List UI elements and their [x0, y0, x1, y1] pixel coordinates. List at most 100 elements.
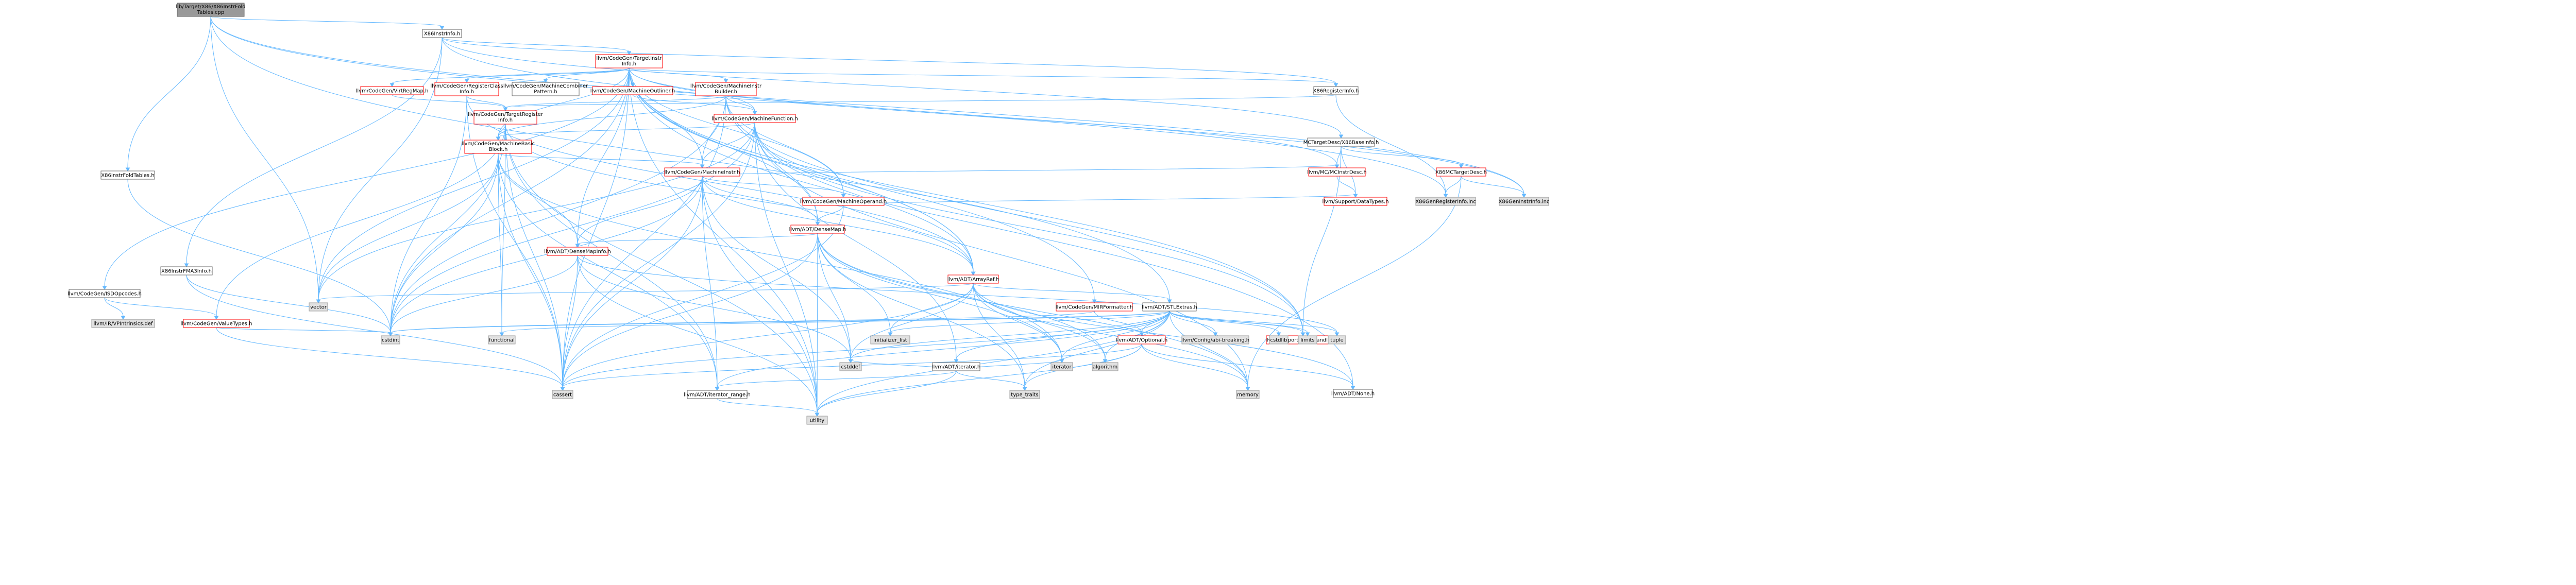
- node-label: X86InstrFoldTables.h: [101, 173, 154, 179]
- node-functional[interactable]: functional: [488, 335, 516, 345]
- node-x86mctargetdesc[interactable]: X86MCTargetDesc.h: [1435, 167, 1487, 177]
- edge-x86reginfo-to-tri: [503, 94, 1336, 111]
- edge-mbb-to-densemapinfo: [498, 153, 580, 248]
- edge-mbb-to-iterator: [498, 153, 1064, 363]
- node-x86instrinfo[interactable]: X86InstrInfo.h: [422, 29, 462, 38]
- node-label: llvm/ADT/iterator.h: [932, 365, 980, 370]
- node-mcinstrdesc[interactable]: llvm/MC/MCInstrDesc.h: [1307, 167, 1367, 177]
- edge-arrayref-to-stlextras: [973, 283, 1172, 303]
- node-box: [870, 335, 910, 345]
- node-label: vector: [310, 305, 327, 311]
- node-box: [1333, 389, 1373, 398]
- node-box: [381, 335, 400, 345]
- node-moperand[interactable]: llvm/CodeGen/MachineOperand.h: [800, 197, 887, 206]
- node-algorithm[interactable]: algorithm: [1092, 362, 1118, 371]
- node-box: [91, 319, 155, 328]
- edge-x86instrfoldtables-to-cstdint: [127, 179, 393, 336]
- edge-mfunction-to-cassert: [560, 122, 755, 391]
- edge-densemap-to-memory: [817, 233, 1250, 391]
- node-virtregmap[interactable]: llvm/CodeGen/VirtRegMap.h: [356, 86, 429, 95]
- node-iterator-range[interactable]: llvm/ADT/iterator_range.h: [684, 390, 751, 399]
- node-label: lib/Target/X86/X86InstrFold: [176, 4, 245, 10]
- node-box: [1142, 302, 1197, 312]
- node-box: [434, 82, 499, 96]
- node-datatypes[interactable]: llvm/Support/DataTypes.h: [1322, 197, 1389, 206]
- edge-x86instrinfo-to-x86instrfma3info: [184, 37, 443, 267]
- node-label: Builder.h: [715, 89, 737, 95]
- node-box: [947, 274, 999, 284]
- edge-stlextras-to-limits: [1169, 311, 1310, 336]
- node-box: [183, 319, 250, 328]
- node-label: cassert: [553, 392, 572, 398]
- node-mirformatter[interactable]: llvm/CodeGen/MIRFormatter.h: [1056, 302, 1133, 312]
- node-label: llvm/CodeGen/MachineBasic: [462, 141, 535, 147]
- edge-virtregmap-to-tri: [392, 94, 508, 111]
- node-type-traits[interactable]: type_traits: [1009, 390, 1040, 399]
- node-x86baseinfo[interactable]: MCTargetDesc/X86BaseInfo.h: [1303, 137, 1379, 147]
- node-none[interactable]: llvm/ADT/None.h: [1331, 389, 1375, 398]
- node-label: llvm/CodeGen/MachineCombiner: [503, 83, 588, 89]
- node-box: [1308, 167, 1366, 177]
- node-label: memory: [1237, 392, 1259, 398]
- node-cstddef[interactable]: cstddef: [839, 362, 862, 371]
- node-cstdlib[interactable]: cstdlib: [1269, 335, 1289, 345]
- node-x86instrfma3info[interactable]: X86InstrFMA3Info.h: [160, 266, 213, 276]
- edge-mibuilder-to-errorhandling: [725, 95, 1306, 336]
- edge-arrayref-to-algorithm: [973, 283, 1108, 363]
- edge-iterator_h-to-utility: [815, 370, 957, 417]
- node-densemap[interactable]: llvm/ADT/DenseMap.h: [789, 225, 846, 234]
- node-x86reginfo[interactable]: X86RegisterInfo.h: [1313, 86, 1359, 95]
- node-optional[interactable]: llvm/ADT/Optional.h: [1116, 335, 1167, 345]
- node-x86reginfoinc[interactable]: X86GenRegisterInfo.inc: [1415, 197, 1476, 206]
- node-label: llvm/ADT/iterator_range.h: [684, 392, 750, 398]
- node-label: llvm/ADT/ArrayRef.h: [947, 277, 999, 283]
- node-label: llvm/IR/VPIntrinsics.def: [93, 321, 153, 327]
- edge-optional-to-memory: [1141, 343, 1250, 391]
- node-config[interactable]: llvm/Config/abi-breaking.h: [1181, 335, 1249, 345]
- node-label: X86InstrFMA3Info.h: [161, 269, 212, 274]
- node-cassert[interactable]: cassert: [552, 390, 573, 399]
- node-label: Pattern.h: [534, 89, 557, 95]
- node-utility[interactable]: utility: [806, 416, 828, 425]
- node-iterator[interactable]: iterator: [1050, 362, 1073, 371]
- node-label: llvm/CodeGen/MachineInstr: [690, 83, 762, 89]
- node-memory[interactable]: memory: [1236, 390, 1260, 399]
- node-mfunction[interactable]: llvm/CodeGen/MachineFunction.h: [711, 114, 798, 123]
- node-mi[interactable]: llvm/CodeGen/MachineInstr.h: [664, 167, 740, 177]
- node-init-list[interactable]: initializer_list: [870, 335, 910, 345]
- edge-root-to-vector: [210, 16, 321, 303]
- edge-optional-to-utility: [815, 343, 1142, 417]
- node-box: [473, 110, 537, 125]
- node-vector[interactable]: vector: [309, 302, 328, 312]
- node-label: iterator: [1052, 365, 1072, 370]
- node-densemapinfo[interactable]: llvm/ADT/DenseMapInfo.h: [544, 247, 611, 256]
- node-valuetypes[interactable]: llvm/CodeGen/ValueTypes.h: [181, 319, 252, 328]
- node-box: [422, 29, 462, 38]
- node-label: X86RegisterInfo.h: [1313, 89, 1359, 94]
- node-tuple[interactable]: tuple: [1328, 335, 1346, 345]
- edge-iterator_range-to-utility: [717, 398, 820, 417]
- node-limits[interactable]: limits: [1298, 335, 1317, 345]
- node-arrayref[interactable]: llvm/ADT/ArrayRef.h: [947, 274, 999, 284]
- edge-densemap-to-iterator: [817, 233, 1064, 363]
- node-box: [547, 247, 608, 256]
- node-stlextras[interactable]: llvm/ADT/STLExtras.h: [1142, 302, 1197, 312]
- node-iterator-h[interactable]: llvm/ADT/iterator.h: [932, 362, 980, 371]
- node-cstdint[interactable]: cstdint: [381, 335, 400, 345]
- node-box: [512, 82, 580, 96]
- node-x86instrfoldtables[interactable]: X86InstrFoldTables.h: [100, 170, 155, 180]
- node-box: [714, 114, 796, 123]
- node-x86instrinfoinc[interactable]: X86GenInstrInfo.inc: [1499, 197, 1550, 206]
- node-isdopcodes[interactable]: llvm/CodeGen/ISDOpcodes.h: [67, 289, 142, 298]
- node-moutliner[interactable]: llvm/CodeGen/MachineOutliner.h: [590, 86, 675, 95]
- node-irintrinsics[interactable]: llvm/IR/VPIntrinsics.def: [91, 319, 155, 328]
- node-label: Info.h: [498, 117, 513, 123]
- node-label: llvm/ADT/STLExtras.h: [1142, 305, 1197, 311]
- node-root[interactable]: lib/Target/X86/X86InstrFoldTables.cpp: [176, 3, 246, 17]
